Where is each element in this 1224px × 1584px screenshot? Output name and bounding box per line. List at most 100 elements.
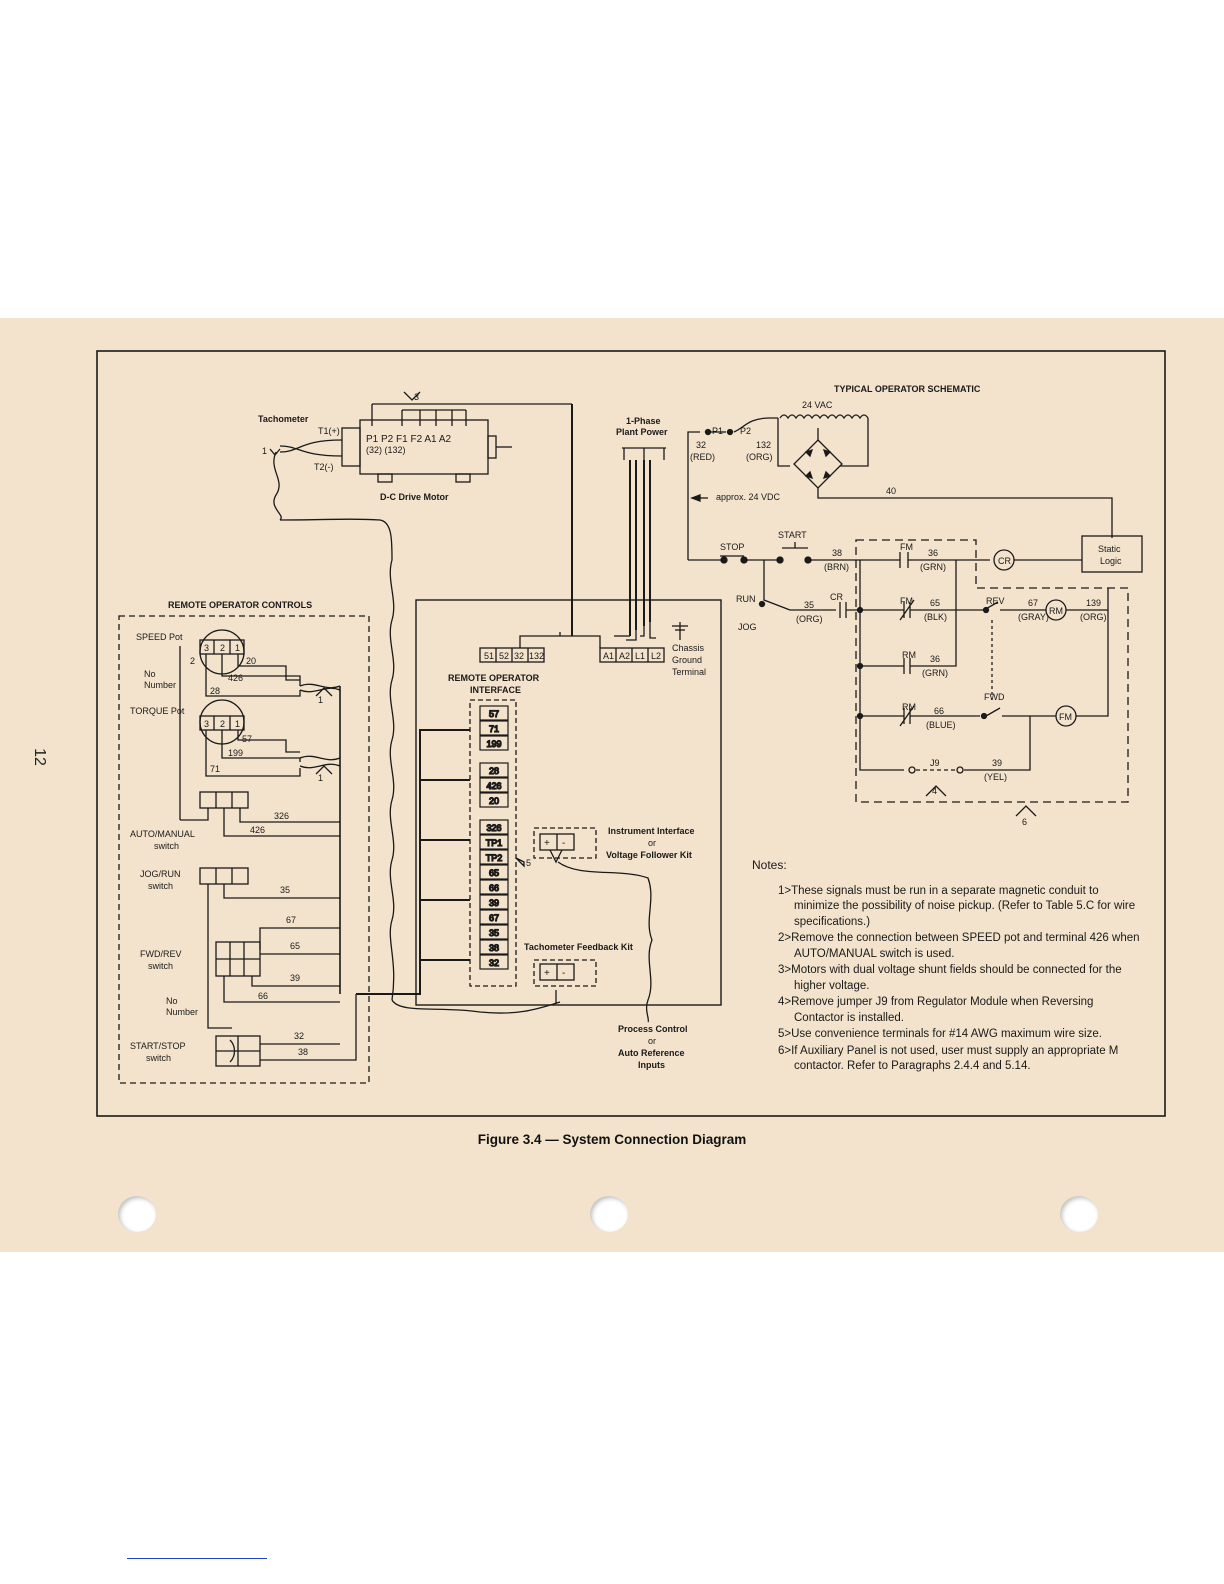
process-inputs-line4: Inputs — [638, 1060, 665, 1070]
speed-pair-marker: 1 — [318, 695, 323, 705]
schematic-w132: 132 — [756, 440, 771, 450]
speed-pot-label: SPEED Pot — [136, 632, 183, 642]
svg-text:-: - — [562, 838, 565, 849]
schematic-cr-contact: CR — [830, 592, 843, 602]
roi-strip-label: 199 — [486, 739, 501, 749]
instrument-kit-line1: Instrument Interface — [608, 826, 695, 836]
roi-strip-cell — [479, 777, 509, 793]
roi-terminal-a1: A1 — [603, 651, 614, 661]
instrument-kit-line2: or — [648, 838, 656, 848]
notes-block: Notes: 1>These signals must be run in a … — [752, 858, 1142, 1076]
wire-20: 20 — [246, 656, 256, 666]
schematic-w38: 38 — [832, 548, 842, 558]
schematic-rm-coil: RM — [1049, 606, 1063, 616]
speed-pin-3: 3 — [204, 643, 209, 653]
schematic-p1: P1 — [712, 426, 723, 436]
start-stop-label-2: switch — [146, 1053, 171, 1063]
schematic-w139: 139 — [1086, 598, 1101, 608]
speed-no-number-1: No — [144, 669, 156, 679]
binder-hole-center — [590, 1196, 628, 1232]
schematic-jog: JOG — [738, 622, 757, 632]
roi-title-line1: REMOTE OPERATOR — [448, 673, 540, 683]
wire-32: 32 — [294, 1031, 304, 1041]
schematic-note-6: 6 — [1022, 817, 1027, 827]
roi-title-line2: INTERFACE — [470, 685, 521, 695]
roi-strip-label: 39 — [489, 898, 499, 908]
scanned-page — [0, 318, 1224, 1252]
binder-hole-right — [1060, 1196, 1098, 1232]
schematic-start: START — [778, 530, 807, 540]
tach-note-marker: 1 — [262, 446, 267, 456]
schematic-fm-2: FM — [900, 596, 913, 606]
static-logic-line1: Static — [1098, 544, 1121, 554]
schematic-cr-coil: CR — [998, 556, 1011, 566]
roi-terminal-51: 51 — [484, 651, 494, 661]
static-logic-box — [1081, 535, 1143, 573]
roi-strip-label: TP2 — [486, 853, 503, 863]
schematic-yel: (YEL) — [984, 772, 1007, 782]
roi-strip-cell — [479, 834, 509, 850]
motor-terminals-label: P1 P2 F1 F2 A1 A2 — [366, 434, 451, 445]
svg-text:+: + — [544, 968, 550, 979]
schematic-w39: 39 — [992, 758, 1002, 768]
schematic-brn: (BRN) — [824, 562, 849, 572]
roi-strip-cell — [479, 720, 509, 736]
roi-strip-label: 67 — [489, 913, 499, 923]
roi-terminal-l2: L2 — [651, 651, 661, 661]
speed-pin-1: 1 — [235, 643, 240, 653]
schematic-j9: J9 — [930, 758, 940, 768]
schematic-fm-coil: FM — [1059, 712, 1072, 722]
roi-strip-cell — [479, 819, 509, 835]
wire-38: 38 — [298, 1047, 308, 1057]
torque-pin-3: 3 — [204, 719, 209, 729]
static-logic-line2: Logic — [1100, 556, 1122, 566]
schematic-w40: 40 — [886, 486, 896, 496]
wire-35: 35 — [280, 885, 290, 895]
tach-body — [341, 427, 361, 467]
schematic-w67: 67 — [1028, 598, 1038, 608]
ground-line3: Terminal — [672, 667, 706, 677]
note-item: 6>If Auxiliary Panel is not used, user m… — [778, 1044, 1119, 1073]
schematic-red: (RED) — [690, 452, 715, 462]
note-item: 5>Use convenience terminals for #14 AWG … — [778, 1028, 1102, 1040]
schematic-title: TYPICAL OPERATOR SCHEMATIC — [834, 384, 981, 394]
notes-title: Notes: — [752, 858, 787, 872]
remote-controls-title: REMOTE OPERATOR CONTROLS — [168, 600, 312, 610]
jog-run-label-1: JOG/RUN — [140, 869, 181, 879]
schematic-rm-2: RM — [902, 702, 916, 712]
roi-strip-label: TP1 — [486, 838, 503, 848]
roi-terminal-52: 52 — [499, 651, 509, 661]
figure-caption: Figure 3.4 — System Connection Diagram — [477, 1132, 747, 1147]
schematic-p2: P2 — [740, 426, 751, 436]
roi-strip-cell — [479, 762, 509, 778]
note-item: 2>Remove the connection between SPEED po… — [778, 932, 1140, 960]
wire-426-speed: 426 — [228, 673, 243, 683]
roi-strip-cell — [479, 924, 509, 940]
fwdrev-no-number-2: Number — [166, 1007, 198, 1017]
roi-strip-cell — [479, 735, 509, 751]
wire-199: 199 — [228, 748, 243, 758]
fwd-rev-label-1: FWD/REV — [140, 949, 182, 959]
torque-pot-label: TORQUE Pot — [130, 706, 185, 716]
instrument-kit-line3: Voltage Follower Kit — [606, 850, 692, 860]
wire-65: 65 — [290, 941, 300, 951]
roi-strip-cell — [479, 954, 509, 970]
roi-strip-cell — [479, 705, 509, 721]
roi-terminal-32: 32 — [514, 651, 524, 661]
schematic-w36: 36 — [928, 548, 938, 558]
roi-strip-cell — [479, 792, 509, 808]
wire-66: 66 — [258, 991, 268, 1001]
fwdrev-no-number-1: No — [166, 996, 178, 1006]
process-inputs-line3: Auto Reference — [618, 1048, 685, 1058]
wire-28: 28 — [210, 686, 220, 696]
speed-note-marker: 2 — [190, 656, 195, 666]
schematic-fm-1: FM — [900, 542, 913, 552]
plant-power-line1: 1-Phase — [626, 416, 661, 426]
roi-terminal-a2: A2 — [619, 651, 630, 661]
roi-strip-label: 71 — [489, 724, 499, 734]
start-stop-label-1: START/STOP — [130, 1041, 186, 1051]
roi-strip-cell — [479, 894, 509, 910]
roi-terminal-l1: L1 — [635, 651, 645, 661]
